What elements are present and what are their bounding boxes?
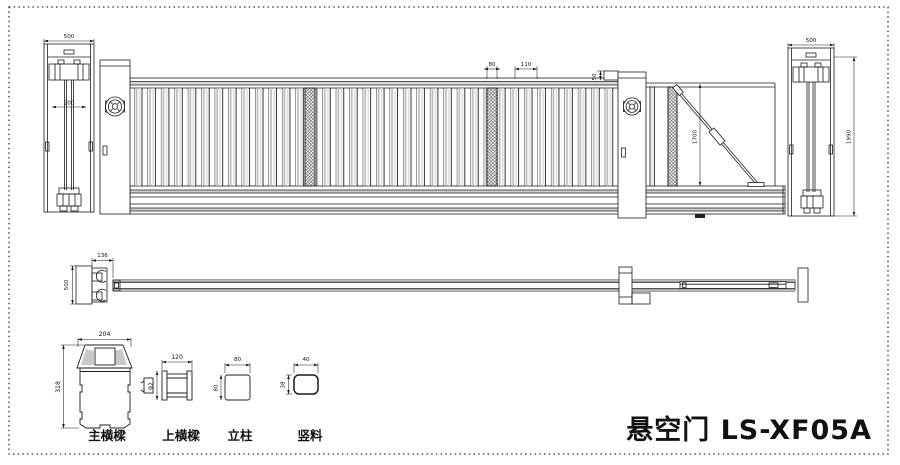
diagonal-brace xyxy=(672,83,765,187)
dim-post-width: 80 xyxy=(234,357,242,363)
label-main-beam: 主横樑 xyxy=(88,428,126,443)
plan-dimensions xyxy=(70,258,114,305)
lock-emblem-icon xyxy=(105,96,125,117)
dim-top-beam-height: 92 xyxy=(148,382,155,390)
elevation-dimensions xyxy=(43,39,857,217)
tail-section xyxy=(646,82,776,187)
dim-picket-profile-height: 38 xyxy=(281,381,287,389)
dim-main-beam-width: 204 xyxy=(99,331,111,338)
drawing-title: 悬空门 LS-XF05A xyxy=(626,414,872,446)
dim-picket-profile-width: 40 xyxy=(302,357,310,363)
dim-main-beam-height: 318 xyxy=(55,381,62,393)
track-stop-block xyxy=(695,214,705,218)
right-post xyxy=(787,47,835,217)
top-rail xyxy=(129,77,619,89)
elevation-view xyxy=(43,39,857,219)
plan-left-bracket xyxy=(75,265,108,305)
dim-plan-post-depth: 500 xyxy=(64,279,70,290)
dim-tail-height: 1700 xyxy=(693,129,699,144)
dim-right-post-width: 500 xyxy=(806,38,817,44)
dim-left-post-width: 500 xyxy=(64,34,75,40)
plan-right-cap xyxy=(797,267,809,303)
dim-rail-block: 50 xyxy=(592,73,598,81)
section-main-beam xyxy=(61,338,133,429)
dim-picket-width: 80 xyxy=(488,62,496,68)
left-post xyxy=(43,43,95,213)
plan-inner-rail xyxy=(679,281,787,289)
motor-emblem-icon xyxy=(623,97,642,116)
section-views xyxy=(61,338,319,429)
dim-post-height: 80 xyxy=(214,384,220,392)
drawing-border xyxy=(8,6,889,455)
label-top-beam: 上横樑 xyxy=(162,428,200,443)
picket-array xyxy=(134,88,617,186)
section-post xyxy=(219,363,251,401)
dim-left-post-gauge: 200 xyxy=(64,101,75,107)
section-top-beam xyxy=(140,360,193,401)
section-picket xyxy=(286,363,319,395)
main-beam-elevation xyxy=(129,185,786,218)
dim-picket-spacing: 110 xyxy=(521,62,532,68)
dim-top-beam-width: 120 xyxy=(171,354,183,361)
label-picket: 竖料 xyxy=(297,428,323,443)
motor-column xyxy=(617,71,647,219)
hatched-pickets xyxy=(304,87,498,187)
dim-right-post-height: 1990 xyxy=(847,129,853,144)
label-post: 立柱 xyxy=(227,428,253,443)
plan-view xyxy=(70,258,809,305)
gate-left-column xyxy=(99,59,131,215)
rail-block xyxy=(603,70,619,81)
plan-motor-post xyxy=(618,266,651,305)
dim-plan-end-width: 136 xyxy=(97,253,108,259)
